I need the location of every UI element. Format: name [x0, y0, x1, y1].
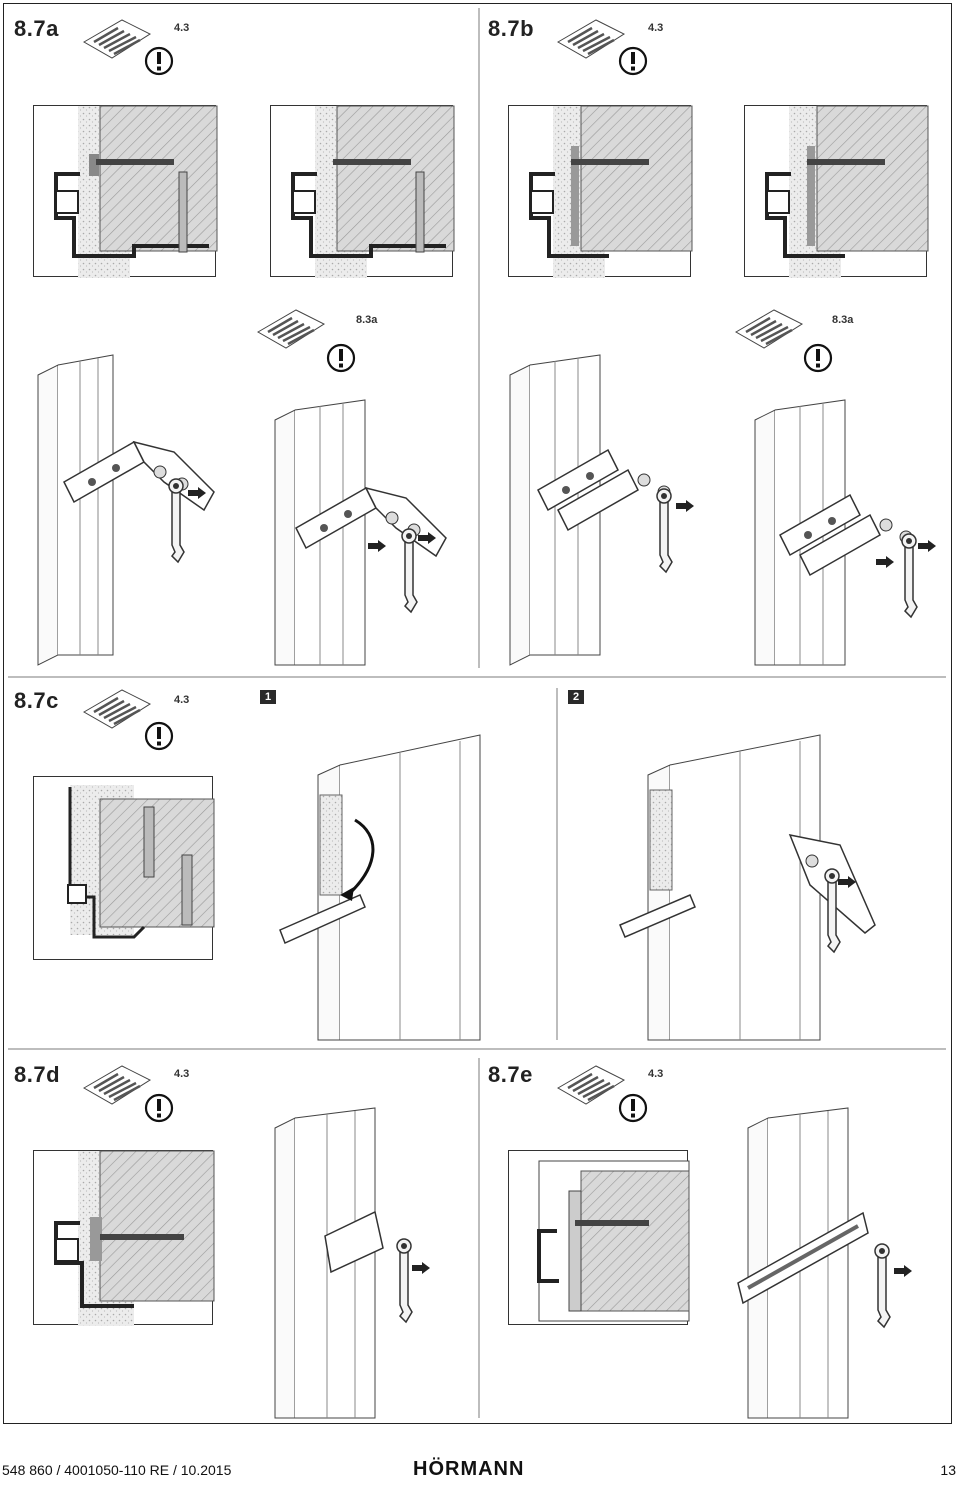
page-frame — [3, 3, 952, 1424]
warning-icon — [618, 1093, 648, 1123]
arrow-icon — [368, 540, 386, 552]
detail-inset — [33, 776, 215, 960]
frame-profile — [274, 1107, 384, 1419]
arrow-icon — [876, 556, 894, 568]
detail-reference-number: 8.3a — [832, 314, 854, 326]
document-reference-icon — [82, 18, 152, 60]
anchor-bracket — [779, 493, 913, 577]
section-label: 8.7e — [488, 1062, 533, 1087]
warning-icon — [144, 1093, 174, 1123]
reference-number: 4.3 — [174, 22, 190, 34]
page-number: 13 — [940, 1462, 956, 1478]
detail-reference-icon — [734, 308, 804, 350]
reference-number: 4.3 — [648, 22, 664, 34]
arrow-icon — [918, 540, 936, 552]
wrench-icon — [401, 528, 418, 613]
brand-logo: HÖRMANN — [413, 1458, 525, 1480]
wrench-icon — [168, 478, 185, 563]
divider-horizontal-upper — [8, 676, 946, 678]
detail-inset-left — [508, 105, 693, 278]
section-label: 8.7a — [14, 16, 59, 41]
arrow-icon — [412, 1262, 430, 1274]
arrow-icon — [838, 876, 856, 888]
step-2-badge: 2 — [568, 690, 584, 704]
detail-reference-icon — [256, 308, 326, 350]
frame-profile-step-1 — [279, 734, 481, 1041]
document-reference-icon — [556, 18, 626, 60]
detail-reference-number: 8.3a — [356, 314, 378, 326]
detail-inset — [33, 1150, 215, 1326]
reference-number: 4.3 — [174, 1068, 190, 1080]
detail-inset-right — [270, 105, 455, 278]
anchor-bracket — [295, 486, 447, 558]
section-label: 8.7d — [14, 1062, 61, 1087]
document-reference-icon — [82, 1064, 152, 1106]
section-label: 8.7b — [488, 16, 535, 41]
reference-number: 4.3 — [174, 694, 190, 706]
section-label: 8.7c — [14, 688, 59, 713]
divider-vertical-bottom — [478, 1058, 480, 1418]
wrench-icon — [901, 533, 918, 618]
warning-icon — [618, 46, 648, 76]
wrench-icon — [824, 868, 841, 953]
anchor-bracket — [63, 440, 215, 512]
warning-icon — [144, 46, 174, 76]
frame-profile-step-2 — [619, 734, 876, 1041]
wrench-icon — [656, 488, 673, 573]
document-reference-icon — [556, 1064, 626, 1106]
arrow-icon — [676, 500, 694, 512]
detail-inset-right — [744, 105, 929, 278]
frame-profile — [737, 1107, 869, 1419]
divider-vertical-top — [478, 8, 480, 668]
frame-profile-left — [37, 354, 114, 666]
arrow-icon — [188, 487, 206, 499]
step-1-badge: 1 — [260, 690, 276, 704]
warning-icon — [326, 343, 356, 373]
document-reference-icon — [82, 688, 152, 730]
divider-vertical-middle — [556, 688, 558, 1040]
warning-icon — [144, 721, 174, 751]
arrow-icon — [418, 532, 436, 544]
anchor-bracket — [537, 448, 671, 532]
detail-inset-left — [33, 105, 218, 278]
frame-profile-left — [509, 354, 601, 666]
arrow-icon — [894, 1265, 912, 1277]
document-number: 548 860 / 4001050-110 RE / 10.2015 — [2, 1462, 232, 1478]
warning-icon — [803, 343, 833, 373]
reference-number: 4.3 — [648, 1068, 664, 1080]
divider-horizontal-lower — [8, 1048, 946, 1050]
detail-inset — [508, 1150, 690, 1325]
